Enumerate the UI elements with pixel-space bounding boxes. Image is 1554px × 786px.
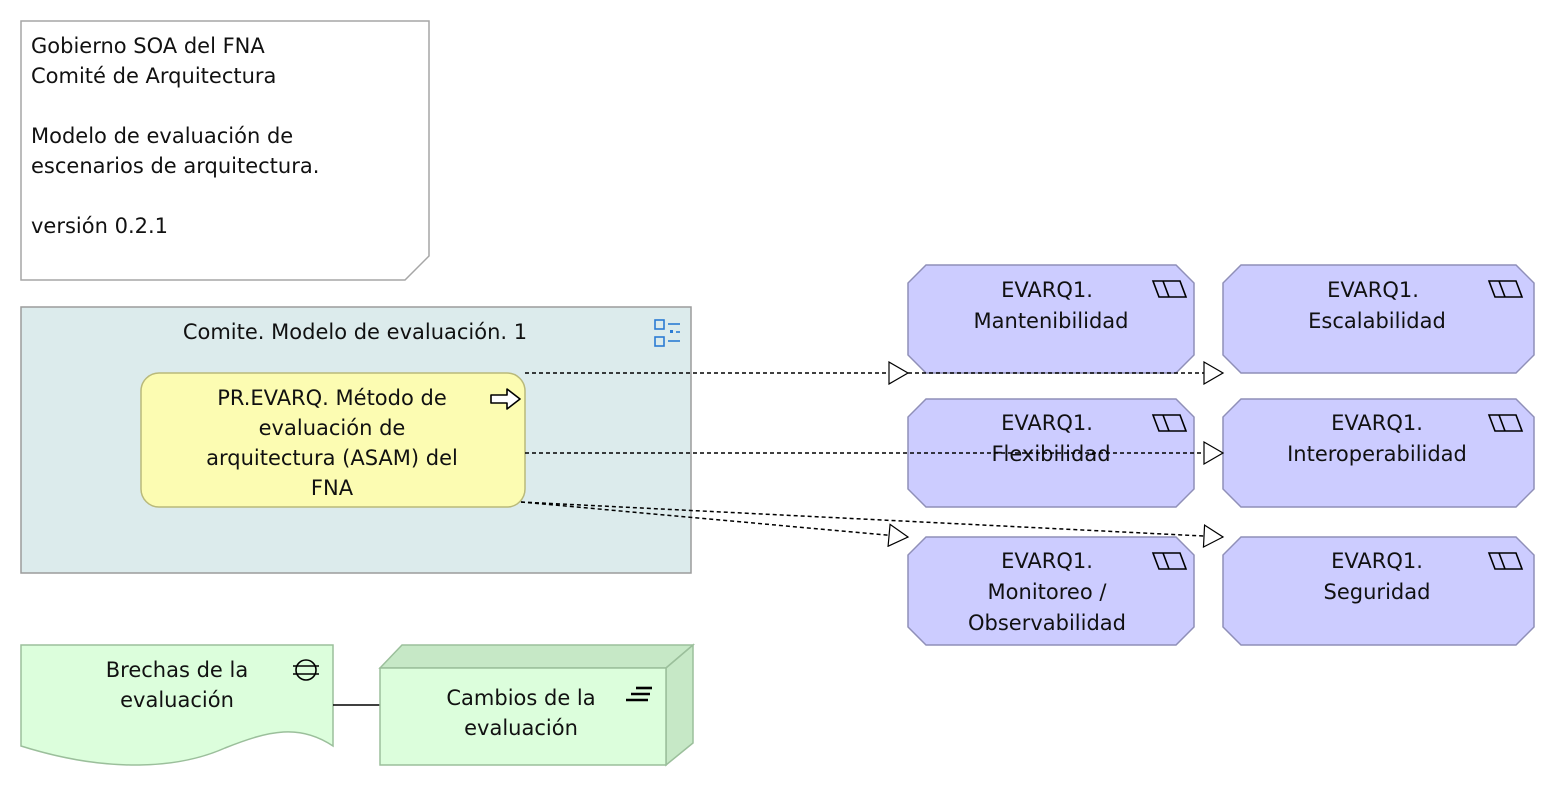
note-line: Comité de Arquitectura (31, 64, 276, 88)
requirement-label-line: Escalabilidad (1308, 309, 1446, 333)
requirement-label-line: Flexibilidad (991, 442, 1110, 466)
requirement-label-line: Observabilidad (968, 611, 1126, 635)
grouping-icon (654, 319, 680, 347)
requirement-monitoring[interactable]: EVARQ1. Monitoreo / Observabilidad (907, 536, 1195, 646)
requirement-label-line: EVARQ1. (1331, 549, 1423, 573)
requirement-parallelogram-icon (1487, 280, 1524, 298)
requirement-label-line: Seguridad (1324, 580, 1431, 604)
grouping-title: Comite. Modelo de evaluación. 1 (183, 320, 527, 344)
requirement-security[interactable]: EVARQ1. Seguridad (1222, 536, 1535, 646)
connector-to-security[interactable] (520, 501, 1223, 537)
requirement-label-line: Mantenibilidad (974, 309, 1129, 333)
note-text: Gobierno SOA del FNA Comité de Arquitect… (31, 34, 319, 238)
requirement-label-line: EVARQ1. (1001, 549, 1093, 573)
work-package-node[interactable]: Cambios de la evaluación (378, 643, 696, 767)
requirement-label-line: EVARQ1. (1001, 411, 1093, 435)
requirement-parallelogram-icon (1487, 552, 1524, 570)
note-line: Gobierno SOA del FNA (31, 34, 265, 58)
requirement-label-line: EVARQ1. (1001, 278, 1093, 302)
requirement-interoperability[interactable]: EVARQ1. Interoperabilidad (1222, 398, 1535, 508)
process-label-line: arquitectura (ASAM) del (206, 446, 458, 470)
deliverable-label-line: evaluación (120, 688, 234, 712)
realization-connectors (520, 373, 1223, 537)
connector-to-monitoring[interactable] (520, 501, 908, 537)
note-line: escenarios de arquitectura. (31, 154, 319, 178)
requirement-scalability[interactable]: EVARQ1. Escalabilidad (1222, 264, 1535, 374)
requirement-label-line: Monitoreo / (988, 580, 1108, 604)
requirement-label-line: Interoperabilidad (1287, 442, 1467, 466)
work-package-icon (626, 686, 652, 702)
process-label-line: evaluación de (259, 416, 406, 440)
process-label-line: PR.EVARQ. Método de (217, 386, 447, 410)
work-package-label-line: evaluación (464, 716, 578, 740)
requirement-parallelogram-icon (1151, 414, 1188, 432)
work-package-label-line: Cambios de la (446, 686, 595, 710)
process-label-line: FNA (311, 476, 354, 500)
requirement-parallelogram-icon (1487, 414, 1524, 432)
deliverable-label-line: Brechas de la (106, 658, 248, 682)
note-line: versión 0.2.1 (31, 214, 168, 238)
note[interactable]: Gobierno SOA del FNA Comité de Arquitect… (20, 20, 430, 281)
requirement-maintainability[interactable]: EVARQ1. Mantenibilidad (907, 264, 1195, 374)
deliverable-icon (293, 659, 319, 681)
process-node[interactable]: PR.EVARQ. Método de evaluación de arquit… (140, 372, 526, 508)
note-line: Modelo de evaluación de (31, 124, 293, 148)
requirement-parallelogram-icon (1151, 552, 1188, 570)
requirement-parallelogram-icon (1151, 280, 1188, 298)
requirement-label-line: EVARQ1. (1327, 278, 1419, 302)
process-arrow-icon (490, 388, 521, 410)
deliverable-node[interactable]: Brechas de la evaluación (20, 644, 334, 766)
requirement-label-line: EVARQ1. (1331, 411, 1423, 435)
